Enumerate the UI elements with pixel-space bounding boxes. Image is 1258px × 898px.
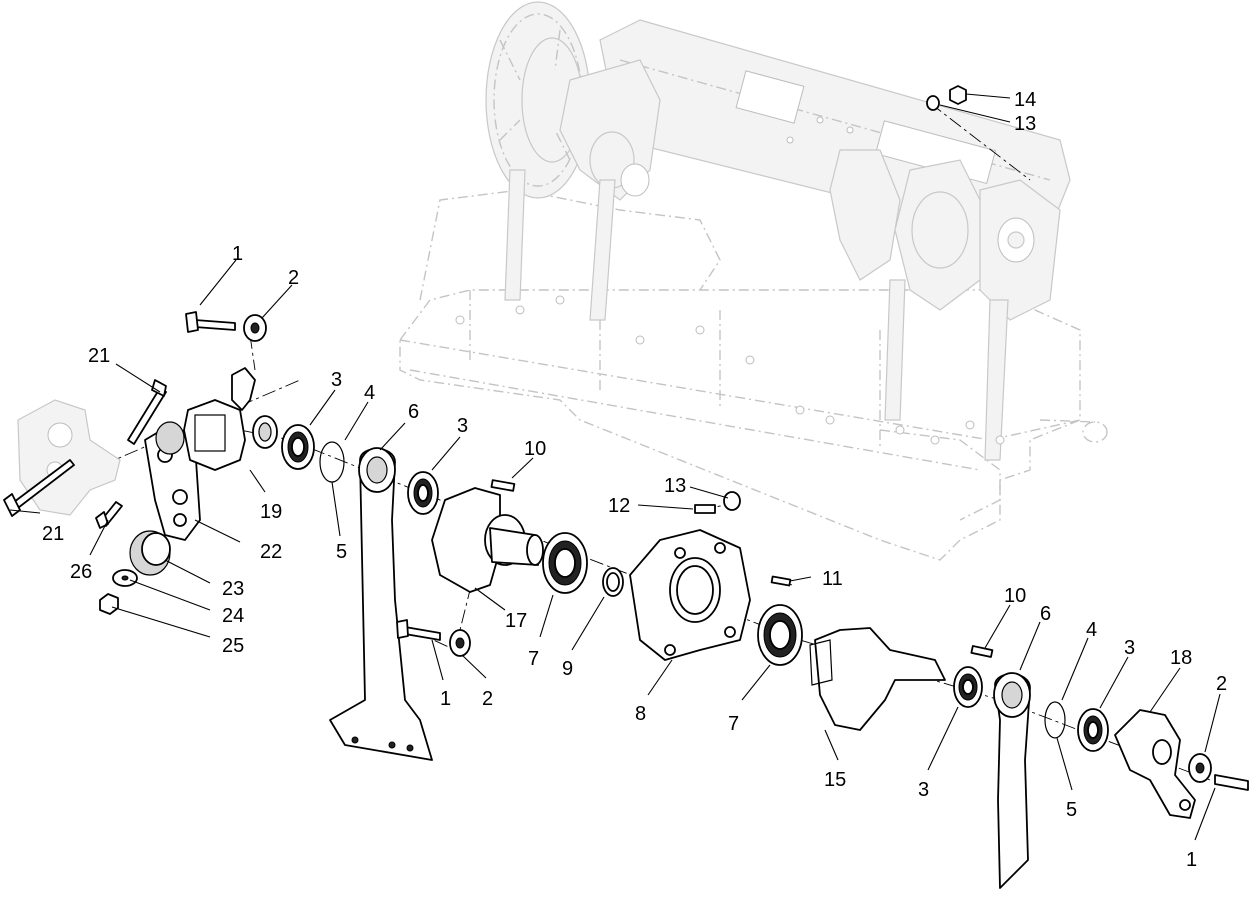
callout-4-right: 4 bbox=[1086, 619, 1097, 641]
callout-24: 24 bbox=[222, 605, 244, 627]
callout-3-right: 3 bbox=[1124, 637, 1135, 659]
callout-1-right: 1 bbox=[1186, 849, 1197, 871]
leader-lines bbox=[9, 93, 1221, 841]
callout-2-right: 2 bbox=[1216, 673, 1227, 695]
callout-9: 9 bbox=[562, 658, 573, 680]
callout-10-left: 10 bbox=[524, 438, 546, 460]
callout-8: 8 bbox=[635, 703, 646, 725]
callout-1-lower: 1 bbox=[440, 688, 451, 710]
callout-11: 11 bbox=[822, 568, 843, 590]
left-bearing-stack bbox=[281, 424, 544, 761]
callout-7-left: 7 bbox=[528, 648, 539, 670]
callout-26: 26 bbox=[70, 561, 92, 583]
callout-25: 25 bbox=[222, 635, 244, 657]
callout-3-left: 3 bbox=[331, 369, 342, 391]
top-fasteners bbox=[926, 85, 967, 111]
callout-21-lower: 21 bbox=[42, 523, 64, 545]
callout-2-top: 2 bbox=[288, 267, 299, 289]
centre-hub-assembly bbox=[542, 491, 803, 666]
callout-17: 17 bbox=[505, 610, 527, 632]
callout-13-top: 13 bbox=[1014, 113, 1036, 135]
callout-13-centre: 13 bbox=[664, 475, 686, 497]
ghost-machine-assembly bbox=[399, 1, 1108, 561]
callout-23: 23 bbox=[222, 578, 244, 600]
callout-6-right: 6 bbox=[1040, 603, 1051, 625]
callout-5-left: 5 bbox=[336, 541, 347, 563]
callout-3-centre: 3 bbox=[457, 415, 468, 437]
callout-5-right: 5 bbox=[1066, 799, 1077, 821]
callout-22: 22 bbox=[260, 541, 282, 563]
callout-19: 19 bbox=[260, 501, 282, 523]
right-assembly bbox=[809, 627, 1249, 889]
callout-2-lower: 2 bbox=[482, 688, 493, 710]
left-bracket-assembly bbox=[3, 311, 278, 615]
callout-7-right: 7 bbox=[728, 713, 739, 735]
callout-6-left: 6 bbox=[408, 401, 419, 423]
callout-14: 14 bbox=[1014, 89, 1036, 111]
callout-labels: 1 2 3 4 6 3 10 21 21 19 5 22 26 23 24 25… bbox=[42, 89, 1227, 871]
callout-1-top: 1 bbox=[232, 243, 243, 265]
callout-4-left: 4 bbox=[364, 382, 375, 404]
callout-10-right: 10 bbox=[1004, 585, 1026, 607]
callout-12: 12 bbox=[608, 495, 630, 517]
callout-3-right-low: 3 bbox=[918, 779, 929, 801]
callout-21-upper: 21 bbox=[88, 345, 110, 367]
callout-15: 15 bbox=[824, 769, 846, 791]
callout-18: 18 bbox=[1170, 647, 1192, 669]
